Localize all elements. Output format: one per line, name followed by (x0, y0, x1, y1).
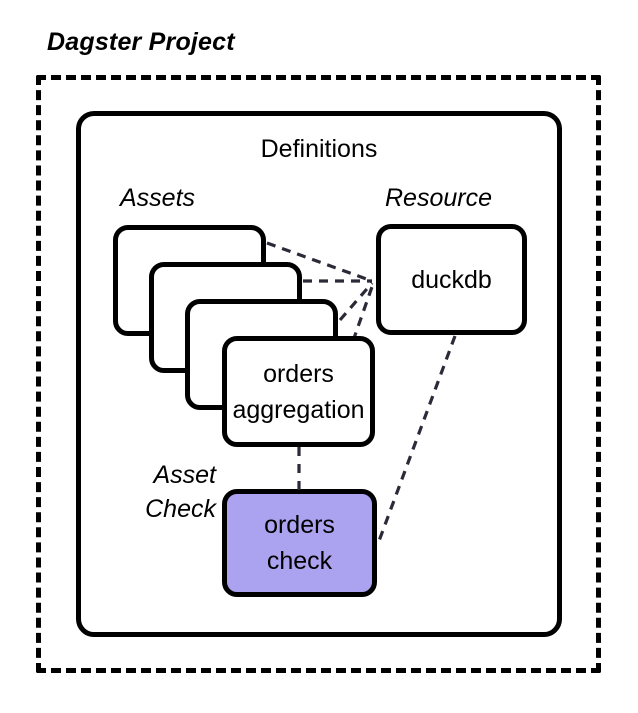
assets-group-label: Assets (120, 184, 196, 212)
project-title: Dagster Project (47, 28, 235, 56)
resource-card-label: duckdb (411, 265, 492, 294)
asset-card-orders-aggregation[interactable]: orders aggregation (222, 336, 375, 447)
resource-card-duckdb[interactable]: duckdb (376, 224, 527, 335)
asset-check-card-orders-check[interactable]: orders check (222, 489, 377, 597)
definitions-label: Definitions (260, 135, 378, 163)
asset-check-card-label-line-2: check (266, 547, 333, 575)
project-boundary (36, 75, 601, 673)
asset-card-label-line-2: aggregation (232, 395, 365, 424)
asset-card-label-line-1: orders (263, 359, 334, 388)
definitions-container (76, 111, 562, 637)
asset-check-card-label-line-1: orders (264, 511, 335, 539)
resource-group-label: Resource (385, 184, 492, 212)
asset-check-group-label-line-1: Asset (153, 461, 216, 489)
asset-check-group-label-line-2: Check (145, 495, 216, 523)
asset-check-group-label: Asset Check (88, 458, 216, 526)
